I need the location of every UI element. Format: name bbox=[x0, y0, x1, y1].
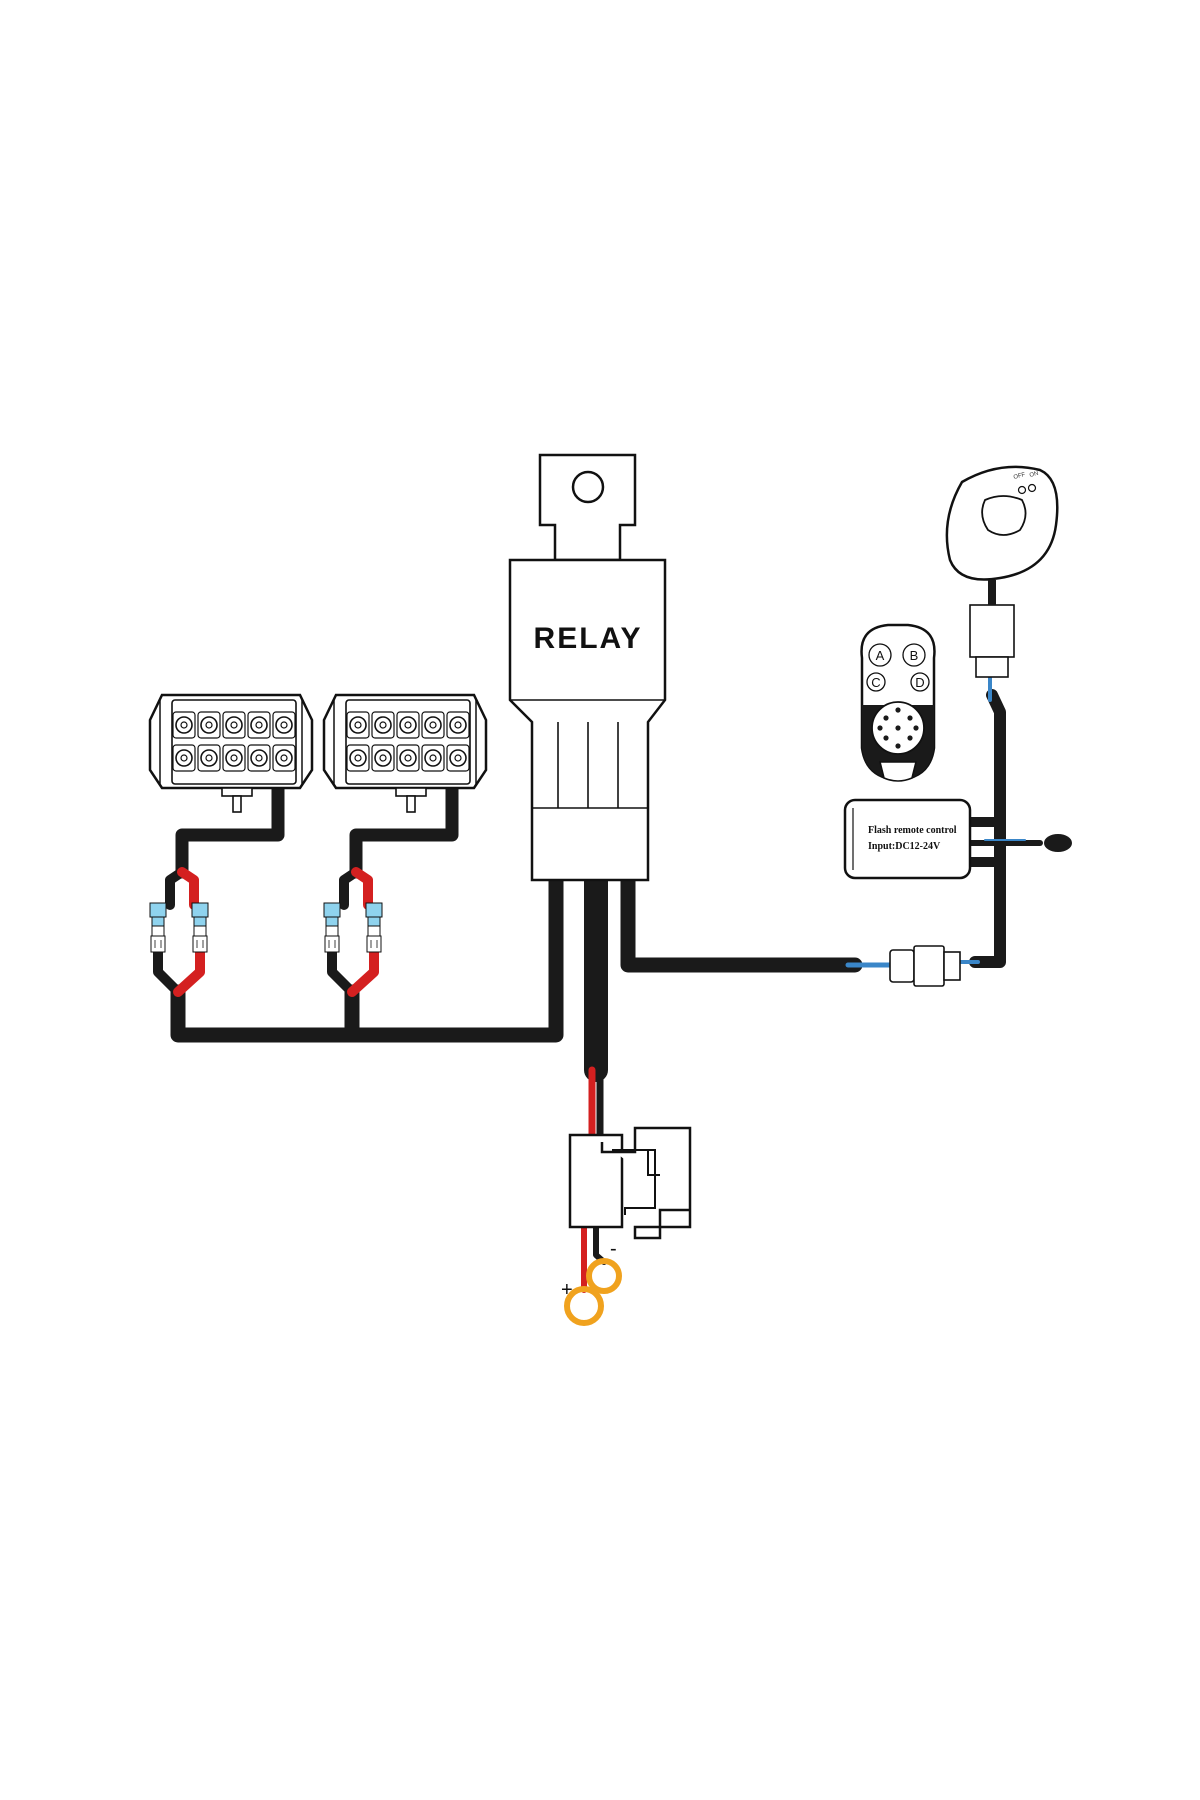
battery-negative-lead bbox=[593, 1222, 607, 1265]
battery-negative-label: - bbox=[610, 1238, 617, 1260]
remote-speaker-dot bbox=[907, 715, 913, 721]
ring-terminal-icon bbox=[586, 1258, 622, 1294]
switch-return-wire bbox=[969, 689, 1006, 968]
led-lens-icon bbox=[421, 744, 445, 772]
light2-left-lead-bottom bbox=[327, 947, 357, 997]
remote-speaker-dot bbox=[877, 725, 883, 731]
remote-speaker-dot bbox=[883, 715, 889, 721]
light1-pigtail-wire bbox=[175, 771, 285, 879]
led-lens-icon bbox=[346, 744, 370, 772]
remote-speaker-dot bbox=[895, 743, 901, 749]
led-lens-icon bbox=[247, 744, 271, 772]
led-lens-icon bbox=[222, 711, 246, 739]
remote-speaker-dot bbox=[895, 725, 901, 731]
relay-icon: RELAY bbox=[508, 453, 667, 882]
led-light-bar-icon bbox=[322, 693, 488, 813]
deutsch-connector-icon bbox=[323, 902, 341, 953]
led-lens-icon bbox=[247, 711, 271, 739]
switch-label-on: ON bbox=[1029, 471, 1039, 479]
light2-right-lead-top bbox=[351, 867, 373, 910]
switch-harness-connector bbox=[889, 945, 961, 987]
led-lens-icon bbox=[396, 711, 420, 739]
ground-harness-wire bbox=[170, 872, 564, 1043]
led-lens-icon bbox=[197, 711, 221, 739]
battery-terminals: - + bbox=[561, 1238, 622, 1326]
relay-label: RELAY bbox=[534, 622, 643, 655]
battery-positive-label: + bbox=[561, 1279, 573, 1301]
light1-right-lead-top bbox=[177, 867, 199, 910]
led-lens-icon bbox=[371, 744, 395, 772]
led-lens-icon bbox=[446, 711, 470, 739]
deutsch-connector-icon bbox=[149, 902, 167, 953]
led-lens-icon bbox=[172, 711, 196, 739]
led-lens-icon bbox=[272, 711, 296, 739]
light2-pigtail-wire bbox=[349, 771, 459, 879]
deutsch-connector-icon bbox=[191, 902, 209, 953]
led-lens-icon bbox=[446, 744, 470, 772]
fuse-holder-icon bbox=[568, 1126, 692, 1240]
led-lens-icon bbox=[346, 711, 370, 739]
remote-button-a: A bbox=[876, 648, 885, 663]
light1-left-lead-top bbox=[165, 867, 187, 910]
flash-controller-icon: Flash remote control Input:DC12-24V bbox=[843, 798, 1072, 880]
remote-speaker-dot bbox=[907, 735, 913, 741]
light-connectors bbox=[149, 902, 383, 953]
remote-button-d: D bbox=[915, 675, 924, 690]
led-light-bar-left bbox=[148, 693, 314, 813]
led-lens-icon bbox=[272, 744, 296, 772]
remote-speaker-dot bbox=[895, 707, 901, 713]
led-lens-icon bbox=[371, 711, 395, 739]
light1-left-lead-bottom bbox=[153, 947, 183, 997]
led-lens-icon bbox=[172, 744, 196, 772]
remote-speaker-dot bbox=[883, 735, 889, 741]
rocker-switch-icon: OFF ON bbox=[945, 465, 1059, 678]
remote-button-b: B bbox=[910, 648, 919, 663]
remote-button-c: C bbox=[871, 675, 880, 690]
light1-right-lead-bottom bbox=[173, 947, 205, 997]
led-lens-icon bbox=[197, 744, 221, 772]
led-lens-icon bbox=[396, 744, 420, 772]
remote-control-icon: A B C D bbox=[860, 623, 936, 782]
led-light-bar-right bbox=[322, 693, 488, 813]
led-lens-icon bbox=[222, 744, 246, 772]
led-lens-icon bbox=[421, 711, 445, 739]
switch-harness-wire bbox=[620, 872, 863, 973]
controller-label-line1: Flash remote control bbox=[868, 825, 957, 836]
light2-right-lead-bottom bbox=[347, 947, 379, 997]
light2-left-lead-top bbox=[339, 867, 361, 910]
ring-terminal-icon bbox=[564, 1286, 604, 1326]
remote-speaker-dot bbox=[913, 725, 919, 731]
deutsch-connector-icon bbox=[365, 902, 383, 953]
switch-label-off: OFF bbox=[1013, 472, 1026, 481]
controller-label-line2: Input:DC12-24V bbox=[868, 841, 941, 852]
led-light-bar-icon bbox=[148, 693, 314, 813]
